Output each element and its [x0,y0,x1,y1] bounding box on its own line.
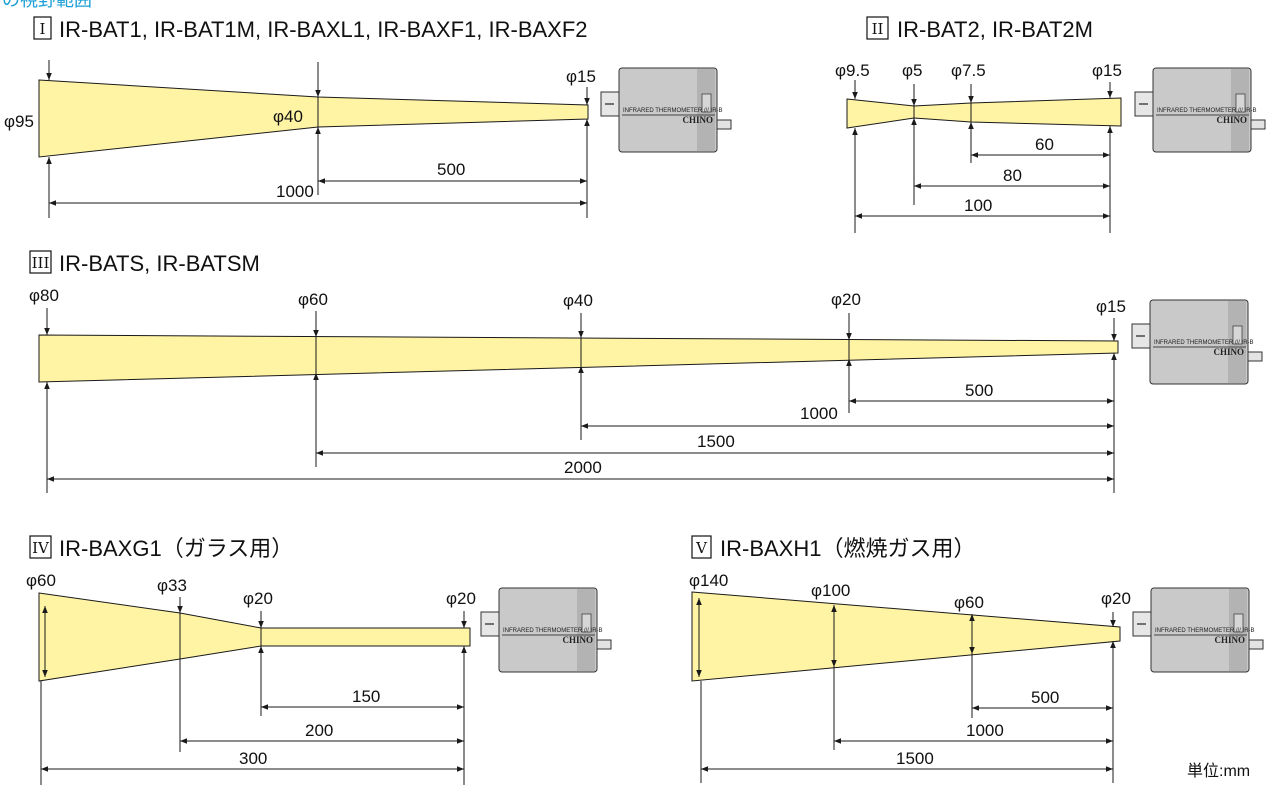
camera-brand-text: CHINO [562,635,593,645]
distance-label: 60 [1035,135,1054,154]
diagram-2: II IR-BAT2, IR-BAT2M φ9.5 φ5 φ7.5 φ15 60… [835,16,1266,233]
svg-text:III: III [32,254,50,272]
camera-brand-text: CHINO [682,115,713,125]
beam-shape [691,591,1121,682]
distance-label: 500 [437,160,465,179]
diameter-label: φ40 [273,107,303,126]
diameter-label: φ33 [157,576,187,595]
camera-model-text: INFRARED THERMOMETER /// IR-B [503,628,603,634]
diameter-label: φ140 [689,571,728,590]
distance-label: 150 [352,687,380,706]
diameter-label: φ100 [811,581,850,600]
distance-label: 80 [1003,166,1022,185]
unit-label: 単位:mm [1187,762,1250,780]
diagram-4: IV IR-BAXG1（ガラス用） φ60 φ33 φ20 φ20 150 20… [26,535,612,785]
diameter-label: φ15 [1092,61,1122,80]
diameter-label: φ60 [954,593,984,612]
diameter-label: φ15 [1096,297,1126,316]
camera-brand-text: CHINO [1214,635,1245,645]
distance-label: 200 [305,721,333,740]
svg-text:II: II [872,20,884,38]
camera-model-text: INFRARED THERMOMETER /// IR-B [1157,108,1257,114]
distance-label: 1500 [697,432,735,451]
diagram-title: IR-BAT1, IR-BAT1M, IR-BAXL1, IR-BAXF1, I… [59,17,588,42]
section-number-badge: V [691,535,712,559]
camera-model-text: INFRARED THERMOMETER /// IR-B [1154,340,1254,346]
camera-model-text: INFRARED THERMOMETER /// IR-B [1155,628,1255,634]
distance-label: 2000 [564,458,602,477]
diameter-label: φ7.5 [951,61,986,80]
diameter-label: φ20 [1101,589,1131,608]
beam-shape [846,97,1122,129]
section-number-badge: I [33,16,52,40]
camera-model-text: INFRARED THERMOMETER /// IR-B [623,108,723,114]
section-number-badge: IV [29,535,52,559]
section-number-badge: III [29,250,52,274]
diagram-title: IR-BAXG1（ガラス用） [59,536,293,561]
distance-label: 1000 [800,404,838,423]
diameter-label: φ5 [902,61,922,80]
diameter-label: φ20 [446,589,476,608]
diameter-label: φ40 [563,291,593,310]
diagram-title: IR-BAXH1（燃焼ガス用） [720,536,975,561]
distance-label: 1000 [276,182,314,201]
diameter-label: φ15 [566,67,596,86]
diameter-label: φ95 [4,112,34,131]
diameter-label: φ60 [26,571,56,590]
diagram-title: IR-BAT2, IR-BAT2M [897,17,1093,42]
diameter-label: φ80 [29,286,59,305]
distance-label: 100 [964,196,992,215]
svg-text:I: I [40,20,46,38]
beam-shape [38,79,589,158]
section-number-badge: II [866,16,889,40]
beam-shape [38,592,471,682]
diameter-label: φ20 [243,589,273,608]
beam-shape [38,334,1119,383]
distance-label: 500 [965,381,993,400]
svg-text:IV: IV [32,539,50,557]
distance-label: 1000 [966,721,1004,740]
diameter-label: φ20 [831,290,861,309]
distance-label: 1500 [896,749,934,768]
header-fragment: の視野範囲 [2,0,92,10]
svg-text:V: V [695,539,708,557]
diagram-3: III IR-BATS, IR-BATSM φ80 φ60 φ40 φ20 φ1… [29,250,1263,493]
diagram-title: IR-BATS, IR-BATSM [59,251,260,276]
camera-brand-text: CHINO [1213,347,1244,357]
diameter-label: φ60 [298,290,328,309]
diameter-label: φ9.5 [835,61,870,80]
distance-label: 500 [1031,688,1059,707]
camera-brand-text: CHINO [1216,115,1247,125]
diagram-1: I IR-BAT1, IR-BAT1M, IR-BAXL1, IR-BAXF1,… [4,16,732,218]
distance-label: 300 [239,749,267,768]
diagram-5: V IR-BAXH1（燃焼ガス用） φ140 φ100 φ60 φ20 500 … [689,535,1264,783]
